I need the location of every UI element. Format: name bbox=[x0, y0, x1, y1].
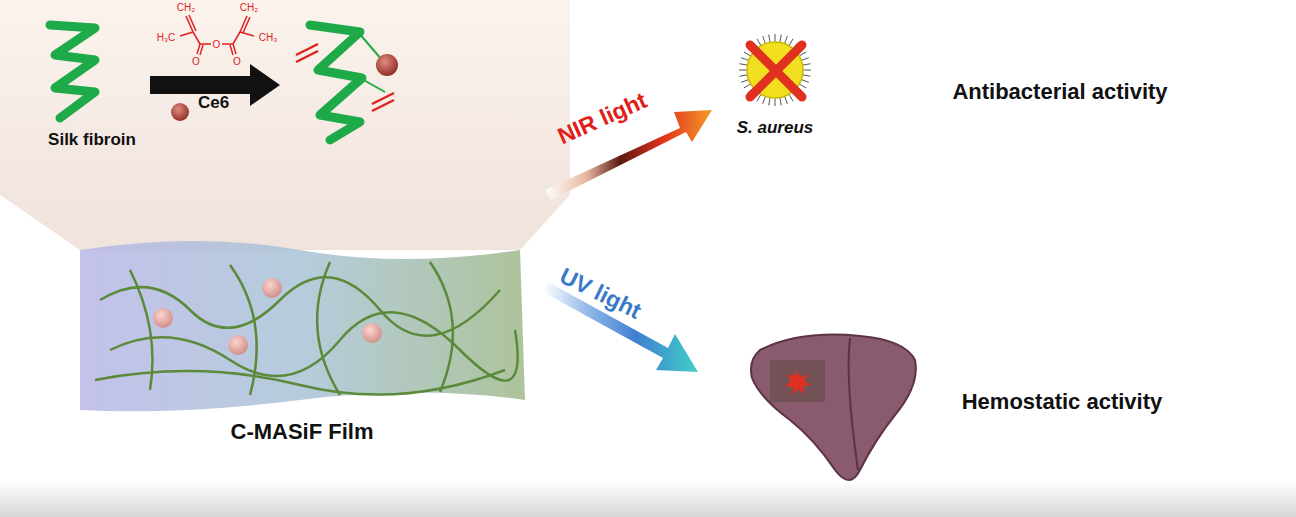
spike bbox=[757, 39, 761, 46]
spike bbox=[744, 84, 751, 88]
formula-group: CH₃ bbox=[259, 32, 278, 43]
spike bbox=[789, 94, 793, 101]
formula-atom: O bbox=[233, 56, 241, 67]
spike bbox=[740, 64, 748, 65]
formula-group: CH₂ bbox=[177, 2, 195, 13]
formula-group: H₃C bbox=[157, 32, 176, 43]
node-title: Silk fibroin bbox=[48, 130, 136, 150]
film-title: C-MASiF Film bbox=[231, 419, 374, 445]
spike bbox=[740, 75, 748, 76]
spike bbox=[744, 52, 751, 56]
spike bbox=[785, 96, 788, 104]
spike bbox=[780, 35, 781, 43]
spike bbox=[803, 75, 811, 76]
bacteria-label: S. aureus bbox=[737, 118, 814, 138]
spike bbox=[789, 39, 793, 46]
spike bbox=[775, 98, 776, 106]
spike bbox=[769, 35, 770, 43]
spike bbox=[803, 70, 811, 71]
spike bbox=[803, 64, 811, 65]
spike bbox=[785, 36, 788, 44]
spike bbox=[775, 34, 776, 42]
reaction-panel: Silk fibroin Ce6 bbox=[0, 0, 570, 200]
spike bbox=[763, 36, 766, 44]
spike bbox=[801, 80, 809, 83]
activity-label: Hemostatic activity bbox=[962, 389, 1163, 415]
spike bbox=[763, 96, 766, 104]
activity-label: Antibacterial activity bbox=[952, 79, 1167, 105]
spike bbox=[801, 58, 809, 61]
spike bbox=[741, 58, 749, 61]
spike bbox=[780, 98, 781, 106]
formula-atom: O bbox=[192, 56, 200, 67]
spike bbox=[769, 98, 770, 106]
formula-group: CH₂ bbox=[240, 2, 258, 13]
formula-atom: O bbox=[213, 39, 221, 50]
agent-label: Ce6 bbox=[198, 93, 229, 113]
film-sheet: C-MASiF Film bbox=[75, 240, 530, 465]
spike bbox=[741, 80, 749, 83]
spike bbox=[799, 84, 806, 88]
spike bbox=[739, 70, 747, 71]
